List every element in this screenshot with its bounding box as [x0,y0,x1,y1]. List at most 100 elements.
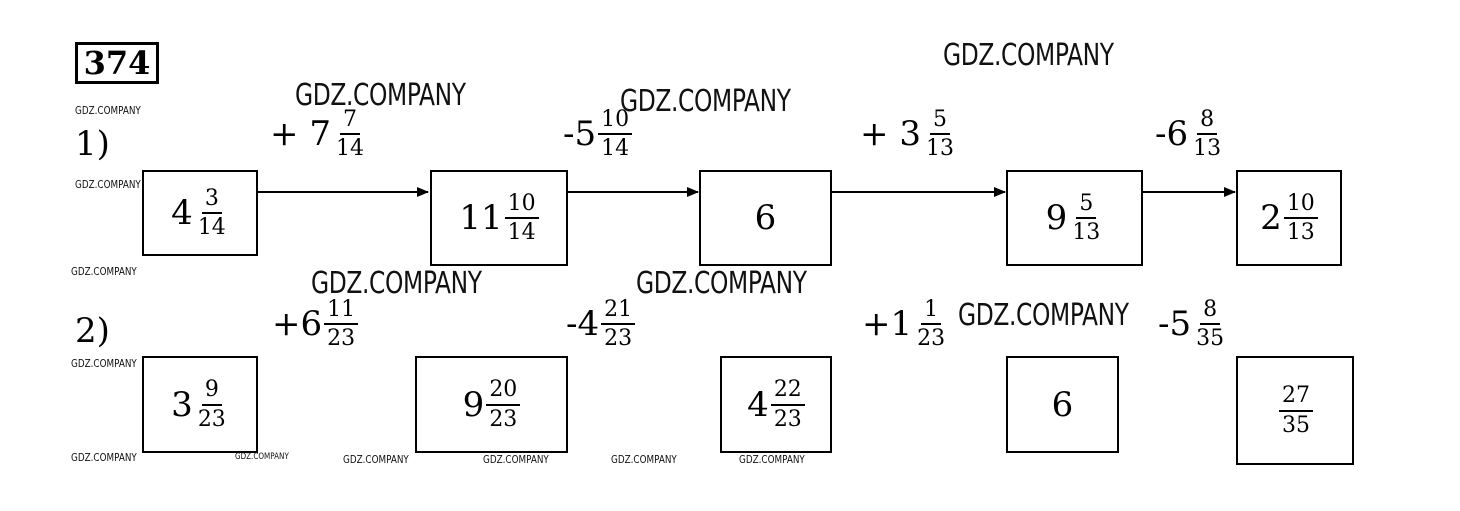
fraction: 22 23 [770,378,805,432]
row1-box-3: 6 [699,170,832,266]
row1-operation-4: -6 8 13 [1155,108,1224,160]
fraction: 5 13 [923,108,957,160]
mixed-number: 3 9 23 [171,378,229,430]
row1-operation-3: + 3 5 13 [860,108,957,160]
fraction: 11 23 [324,298,359,352]
fraction: 21 23 [601,298,636,352]
fraction: 8 13 [1190,108,1224,160]
operation-sign: - [563,114,575,155]
fraction: 1 23 [914,298,948,350]
row1-box-1: 4 3 14 [142,170,258,256]
numerator: 20 [486,378,521,406]
denominator: 13 [1286,220,1315,245]
denominator: 14 [197,215,226,240]
whole-part: 4 [171,193,193,233]
watermark: GDZ.COMPANY [943,38,1114,73]
fraction: 7 14 [333,108,367,160]
row-label-1: 1) [75,124,110,164]
row2-operation-1: +6 11 23 [272,298,359,352]
fraction: 10 13 [1283,192,1318,245]
numerator: 10 [504,192,539,219]
operation-sign: - [1155,114,1167,155]
fraction: 10 14 [598,108,633,162]
row2-operation-3: +1 1 23 [862,298,948,350]
row2-box-3: 4 22 23 [720,356,832,453]
row2-box-2: 9 20 23 [415,356,568,453]
fraction: 8 35 [1193,298,1227,350]
row1-box-2: 11 10 14 [430,170,568,266]
numerator: 8 [1200,298,1221,326]
operation-whole: 3 [899,114,921,155]
operation-sign: + [860,114,889,155]
numerator: 7 [339,108,360,136]
operation-sign: - [1158,304,1170,345]
denominator: 35 [1196,326,1225,352]
watermark: GDZ.COMPANY [611,453,677,466]
watermark: GDZ.COMPANY [343,453,409,466]
mixed-number: 4 3 14 [171,187,229,239]
numerator: 27 [1279,384,1313,412]
operation-whole: 7 [309,114,331,155]
denominator: 13 [1072,220,1101,245]
watermark: GDZ.COMPANY [295,78,466,113]
whole-part: 9 [1045,198,1068,238]
denominator: 13 [925,136,954,162]
row1-box-4: 9 5 13 [1006,170,1143,266]
operation-whole: 4 [577,304,600,345]
row2-operation-4: -5 8 35 [1158,298,1227,350]
denominator: 23 [604,326,633,352]
denominator: 14 [507,220,536,245]
row2-box-1: 3 9 23 [142,356,258,453]
operation-sign: - [566,304,578,345]
whole-part: 2 [1260,198,1282,238]
numerator: 21 [601,298,636,326]
watermark: GDZ.COMPANY [71,357,137,370]
row2-operation-2: -4 21 23 [566,298,636,352]
whole-part: 3 [171,384,193,425]
fraction: 3 14 [195,187,229,239]
fraction: 5 13 [1069,192,1103,244]
mixed-number: 4 22 23 [747,378,805,432]
numerator: 5 [929,108,950,136]
fraction: 9 23 [195,378,229,430]
row2-box-4: 6 [1006,356,1119,453]
watermark: GDZ.COMPANY [71,451,137,464]
numerator: 10 [598,108,633,136]
watermark: GDZ.COMPANY [75,104,141,117]
operation-whole: 6 [1166,114,1189,155]
numerator: 11 [324,298,359,326]
mixed-number: 9 5 13 [1046,192,1104,244]
denominator: 23 [197,406,226,432]
watermark: GDZ.COMPANY [620,84,791,119]
whole-part: 9 [462,384,485,425]
numerator: 5 [1076,192,1097,219]
whole-part: 4 [747,384,769,425]
row2-box-5: 27 35 [1236,356,1354,465]
whole-part: 11 [459,198,503,238]
denominator: 14 [335,136,364,162]
denominator: 14 [601,136,630,162]
denominator: 35 [1282,412,1310,438]
watermark: GDZ.COMPANY [235,452,289,462]
denominator: 23 [489,406,518,432]
operation-sign: + [270,114,299,155]
watermark: GDZ.COMPANY [958,298,1129,333]
denominator: 23 [917,326,946,352]
watermark: GDZ.COMPANY [311,266,482,301]
whole-number: 6 [754,198,777,238]
denominator: 23 [773,406,802,432]
watermark: GDZ.COMPANY [739,453,805,466]
operation-whole: 5 [574,114,597,155]
numerator: 22 [770,378,805,406]
denominator: 23 [327,326,356,352]
operation-whole: 1 [890,304,913,345]
fraction: 20 23 [486,378,521,432]
numerator: 10 [1283,192,1318,219]
whole-number: 6 [1051,384,1074,425]
operation-sign: + [862,304,891,345]
numerator: 3 [201,187,222,214]
operation-whole: 5 [1169,304,1192,345]
problem-number: 374 [75,42,159,84]
numerator: 9 [201,378,222,406]
